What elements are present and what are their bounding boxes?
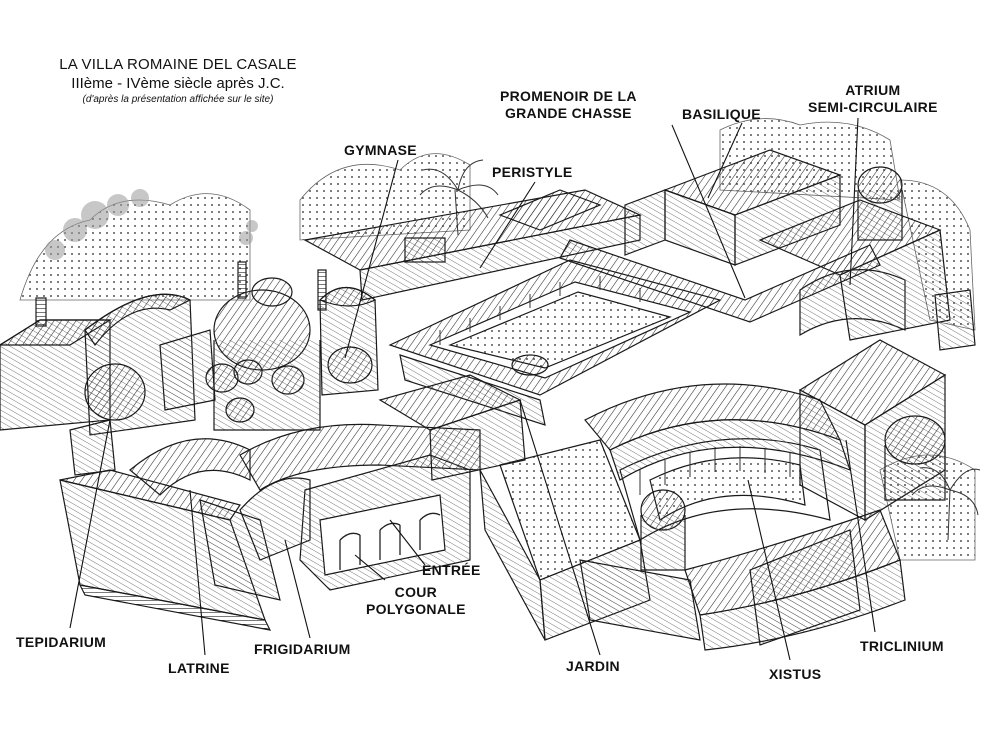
label-xistus: XISTUS: [769, 666, 822, 682]
title-line-1: LA VILLA ROMAINE DEL CASALE: [59, 56, 297, 73]
leader-xistus: [747, 479, 791, 661]
label-frigidarium: FRIGIDARIUM: [254, 641, 351, 657]
label-peristyle: PERISTYLE: [492, 164, 573, 180]
leader-jardin: [519, 399, 601, 656]
label-cour-line-1: COUR: [394, 584, 438, 600]
leader-frigidarium: [284, 539, 311, 639]
label-atrium-line-2: SEMI-CIRCULAIRE: [808, 99, 938, 115]
label-basilique: BASILIQUE: [682, 106, 761, 122]
triclinium: [798, 339, 947, 522]
leader-promenoir: [671, 124, 746, 299]
title-line-3: (d'après la présentation affichée sur le…: [82, 94, 274, 105]
leader-peristyle: [479, 181, 536, 269]
label-gymnase: GYMNASE: [344, 142, 417, 158]
label-tepidarium: TEPIDARIUM: [16, 634, 107, 650]
smoke-plumes: [45, 189, 258, 260]
leader-atrium: [849, 117, 859, 286]
leader-tepidarium: [69, 419, 111, 629]
domed-complex: [205, 261, 327, 431]
atrium-semi-circulaire: [758, 199, 976, 351]
label-latrine: LATRINE: [168, 660, 230, 676]
title-block: LA VILLA ROMAINE DEL CASALE IIIème - IVè…: [18, 56, 338, 105]
leader-gymnase: [344, 159, 399, 359]
leader-basilique: [707, 122, 743, 199]
bath-corridors: [59, 438, 311, 631]
promenoir-corridor: [559, 239, 881, 323]
label-cour-polygonale: COUR POLYGONALE: [366, 584, 466, 618]
leader-entree: [389, 519, 426, 566]
south-colonnade: [579, 509, 906, 651]
label-entree: ENTRÉE: [422, 562, 481, 578]
xistus-garden: [584, 383, 851, 571]
leader-latrine: [189, 489, 206, 656]
label-triclinium: TRICLINIUM: [860, 638, 944, 654]
thermal-baths: [0, 293, 216, 476]
label-promenoir: PROMENOIR DE LA GRANDE CHASSE: [500, 88, 637, 122]
title-line-2: IIIème - IVème siècle après J.C.: [71, 75, 285, 92]
leader-cour: [354, 554, 386, 581]
label-jardin: JARDIN: [566, 658, 620, 674]
label-promenoir-line-2: GRANDE CHASSE: [504, 105, 632, 121]
label-atrium: ATRIUM SEMI-CIRCULAIRE: [808, 82, 938, 116]
label-atrium-line-1: ATRIUM: [845, 82, 901, 98]
leader-triclinium: [845, 439, 876, 633]
leader-lines: [69, 117, 876, 661]
label-cour-line-2: POLYGONALE: [366, 601, 466, 617]
label-promenoir-line-1: PROMENOIR DE LA: [500, 88, 637, 104]
